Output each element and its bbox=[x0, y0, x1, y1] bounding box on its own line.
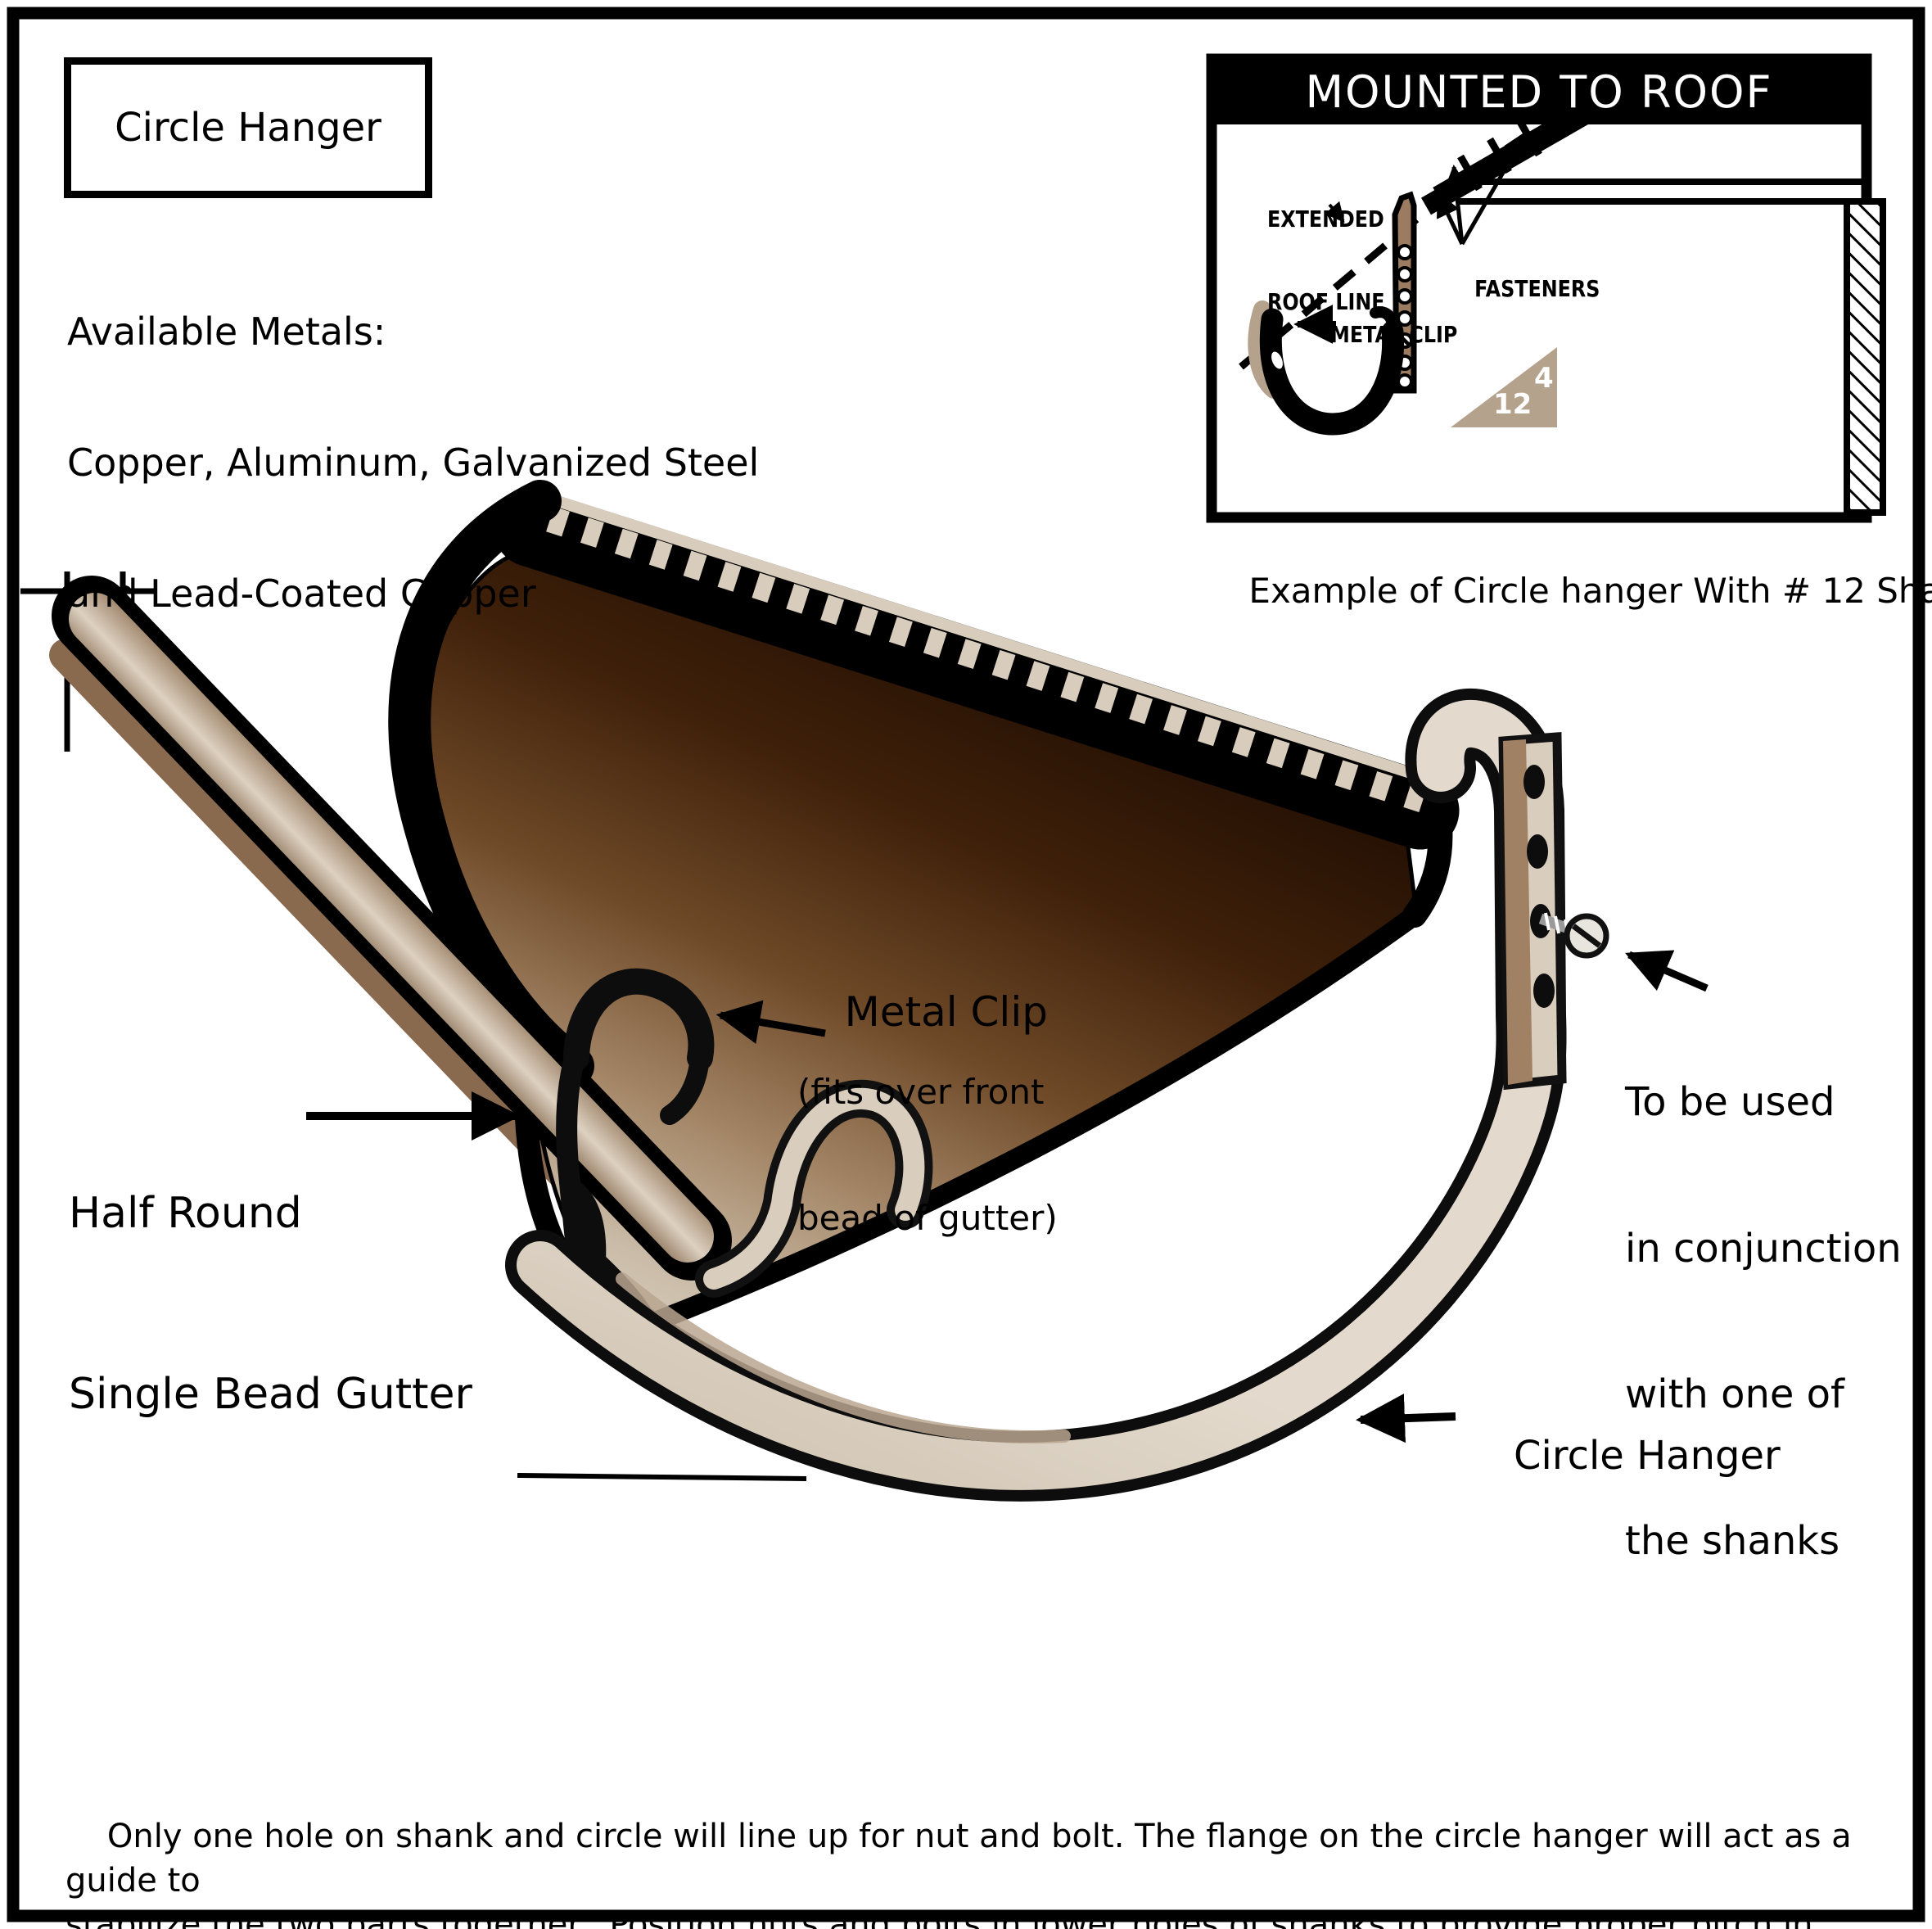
circle-hanger-pointer-label: Circle Hanger bbox=[1514, 1432, 1781, 1479]
page-title: Circle Hanger bbox=[115, 105, 381, 151]
inset-title-text: MOUNTED TO ROOF bbox=[1305, 66, 1773, 118]
extended-roof-line-label: EXTENDED ROOF LINE bbox=[1267, 206, 1385, 315]
extended-roof-line-pointer bbox=[1324, 201, 1345, 223]
footer-note: Only one hole on shank and circle will l… bbox=[65, 1818, 1852, 1929]
to-be-used-arrow bbox=[1625, 950, 1709, 992]
metal-clip-label: Metal Clip bbox=[844, 988, 1048, 1036]
metals-line: Available Metals: bbox=[67, 309, 386, 354]
metals-line: and Lead-Coated Copper bbox=[67, 571, 536, 616]
available-metals: Available Metals: Copper, Aluminum, Galv… bbox=[67, 223, 759, 703]
hanger-catch-hook bbox=[695, 1079, 933, 1298]
callout-arrows bbox=[306, 950, 1709, 1443]
gutter-front-bead-tube bbox=[52, 576, 732, 1281]
page-border bbox=[7, 7, 1925, 1922]
gutter-back-bead-band bbox=[493, 489, 1460, 850]
baseline-rule bbox=[517, 1473, 807, 1481]
fasteners-label: FASTENERS bbox=[1474, 274, 1600, 302]
fasteners-arrow bbox=[1436, 192, 1465, 246]
inset-metal-clip-label: METAL CLIP bbox=[1330, 320, 1458, 348]
inset-caption: Example of Circle hanger With # 12 Shank bbox=[1248, 571, 1932, 611]
half-round-label: Half Round Single Bead Gutter bbox=[69, 1188, 472, 1420]
hanger-shank-plate bbox=[1498, 732, 1609, 1091]
inset-title-bar bbox=[1212, 59, 1867, 124]
fasteners-arrow bbox=[1443, 165, 1469, 245]
metal-clip-arrow bbox=[715, 1000, 826, 1044]
inset-title: MOUNTED TO ROOF bbox=[1212, 59, 1867, 124]
title-box: Circle Hanger bbox=[64, 57, 432, 198]
inset-mounted-to-roof bbox=[1206, 53, 1886, 523]
rope-bead-pattern bbox=[546, 506, 1430, 814]
metals-line: Copper, Aluminum, Galvanized Steel bbox=[67, 440, 760, 485]
inset-arrows bbox=[1293, 130, 1528, 344]
circle-hanger-strap bbox=[505, 688, 1567, 1502]
fasteners-arrow bbox=[1460, 130, 1528, 246]
hatched-wall-section bbox=[1844, 198, 1886, 516]
fastener-tick bbox=[1517, 120, 1542, 157]
pitch-rise-value: 4 bbox=[1534, 362, 1554, 395]
main-gutter-illustration bbox=[20, 480, 1709, 1502]
pitch-triangle bbox=[1451, 347, 1557, 427]
metal-clip-sublabel: (fits over front bead of gutter) bbox=[797, 1072, 1058, 1239]
inset-circle-hanger bbox=[1248, 300, 1405, 436]
to-be-used-label: To be used in conjunction with one of th… bbox=[1625, 1079, 1902, 1564]
screw bbox=[1538, 912, 1609, 959]
pitch-run-value: 12 bbox=[1493, 388, 1533, 421]
circle-hanger-arrow bbox=[1356, 1394, 1456, 1443]
